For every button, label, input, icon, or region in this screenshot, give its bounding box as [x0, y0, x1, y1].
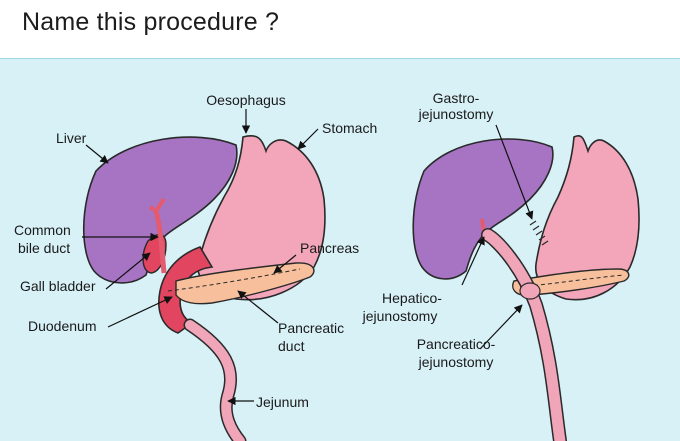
label-gastrojejunostomy-2: jejunostomy [418, 106, 494, 122]
label-pancreaticojejunostomy-2: jejunostomy [418, 354, 494, 370]
label-pancreatic-duct-1: Pancreatic [278, 320, 344, 336]
stomach-left [197, 135, 326, 301]
procedure-diagram: Oesophagus Stomach Liver Common bile duc… [14, 90, 640, 441]
label-hepaticojejunostomy-1: Hepatico- [382, 290, 442, 306]
post-op-anatomy [412, 135, 640, 441]
label-liver: Liver [56, 130, 87, 146]
label-common-bile-duct-1: Common [14, 222, 71, 238]
common-bile-duct-left [153, 210, 167, 274]
gastrojejunostomy-stitches [529, 220, 549, 246]
diagram-panel: Oesophagus Stomach Liver Common bile duc… [0, 58, 680, 441]
label-pancreas: Pancreas [300, 240, 359, 256]
label-gastrojejunostomy-1: Gastro- [433, 90, 480, 106]
label-gall-bladder: Gall bladder [20, 278, 96, 294]
question-title: Name this procedure ? [22, 8, 280, 36]
label-pancreatic-duct-2: duct [278, 338, 305, 354]
stomach-right [535, 135, 640, 301]
leader-lines [82, 109, 534, 406]
label-pancreaticojejunostomy-1: Pancreatico- [417, 336, 496, 352]
label-common-bile-duct-2: bile duct [18, 240, 70, 256]
label-jejunum: Jejunum [256, 394, 309, 410]
label-hepaticojejunostomy-2: jejunostomy [362, 308, 438, 324]
label-stomach: Stomach [322, 120, 377, 136]
pancreatic-duct-left [167, 268, 301, 292]
liver-left [82, 136, 238, 284]
label-oesophagus: Oesophagus [206, 92, 285, 108]
liver-right [412, 138, 554, 280]
label-duodenum: Duodenum [28, 318, 97, 334]
